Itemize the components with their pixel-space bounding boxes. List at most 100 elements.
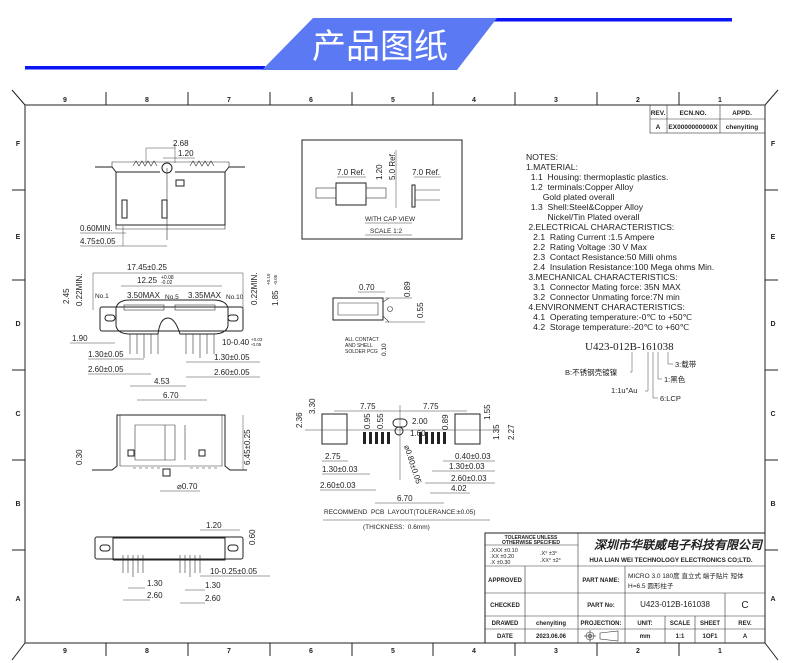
note-line: 1.2 terminals:Copper Alloy <box>526 182 634 192</box>
dim-label: 1.20 <box>178 149 194 158</box>
column-label: 5 <box>391 97 395 104</box>
revision-table: REV. ECN.NO. APPD. A EX0000000000X cheny… <box>649 104 766 134</box>
projection-icon <box>584 630 619 642</box>
row-label: B <box>770 501 775 508</box>
note-line: 2.3 Contact Resistance:50 Milli ohms <box>526 252 677 262</box>
side-view: 0.70 0.89 0.55 0.10 ALL CONTACT AND SHEL… <box>332 281 425 356</box>
note-label: ALL CONTACT <box>345 337 379 343</box>
note-line: 1.MATERIAL: <box>526 162 578 172</box>
legend-item: B:不锈钢壳镀镍 <box>565 367 618 377</box>
note-line: Nickel/Tin Plated overall <box>526 212 639 222</box>
dim-label: 0.95 <box>363 413 372 429</box>
dim-label: 17.45±0.25 <box>127 263 168 272</box>
note-line: 3.MECHANICAL CHARACTERISTICS: <box>526 272 678 282</box>
pcb-thickness: (THICKNESS: 0.6mm) <box>363 524 430 531</box>
appd-value: chenyiting <box>726 124 759 131</box>
unit-value: mm <box>640 634 651 640</box>
dim-label: 4.53 <box>154 377 170 386</box>
dim-tol: +0.10 <box>266 273 271 285</box>
column-label: 3 <box>554 648 558 655</box>
row-label: B <box>15 501 20 508</box>
note-line: 4.1 Operating temperature:-0℃ to +50℃ <box>526 312 693 322</box>
rev-value: A <box>656 124 661 131</box>
note-label: AND SHELL <box>345 343 373 349</box>
dim-label: 0.22MIN. <box>75 274 84 306</box>
column-label: 6 <box>309 648 313 655</box>
ecn-value: EX0000000000X <box>668 124 718 131</box>
note-line: Gold plated overall <box>526 192 614 202</box>
note-line: 3.2 Connector Unmating force:7N min <box>526 292 680 302</box>
row-label: E <box>771 234 776 241</box>
dim-label: 2.45 <box>62 288 71 304</box>
note-line: 3.1 Connector Mating force: 35N MAX <box>526 282 681 292</box>
dim-label: 1.90 <box>72 334 88 343</box>
dim-label: 2.60±0.03 <box>320 481 356 490</box>
tolerance-value: .XX° ±2° <box>540 558 561 564</box>
checked-label: CHECKED <box>490 603 520 609</box>
note-line: 1.3 Shell:Steel&Copper Alloy <box>526 202 644 212</box>
dim-label: 1.30 <box>147 579 163 588</box>
header-banner-shape <box>262 18 497 70</box>
dim-label: 1.20 <box>206 521 222 530</box>
note-line: 1.1 Housing: thermoplastic plastics. <box>526 172 668 182</box>
dim-label: 1.30±0.05 <box>214 353 250 362</box>
cap-view: 7.0 Ref. 1.20 5.0 Ref. 7.0 Ref. WITH CAP… <box>301 139 463 240</box>
row-label: F <box>16 141 21 148</box>
legend-item: 1:1u"Au <box>611 386 637 395</box>
dim-label: 2.00 <box>412 417 428 426</box>
column-label: 4 <box>472 97 476 104</box>
dim-label: 2.27 <box>507 424 516 440</box>
row-label: E <box>16 234 21 241</box>
dim-label: 10-0.40 <box>222 338 250 347</box>
header-line-left <box>25 66 265 70</box>
notes: NOTES: 1.MATERIAL: 1.1 Housing: thermopl… <box>526 152 714 332</box>
dim-label: 0.60 <box>248 529 257 545</box>
dim-label: 2.75 <box>325 452 341 461</box>
dim-tol: -0.02 <box>161 280 173 286</box>
drawing-frame: 9 8 7 6 5 4 3 2 1 9 8 7 6 5 4 3 2 1 F E … <box>11 89 779 661</box>
dim-label: 0.89 <box>403 281 412 297</box>
dim-label: 1.35 <box>492 424 501 440</box>
dim-label: 1.30±0.03 <box>449 462 485 471</box>
dim-tol: +0.03 <box>251 337 263 342</box>
row-label: D <box>15 321 20 328</box>
drawed-label: DRAWED <box>492 621 519 627</box>
note-line: 2.4 Insulation Resistance:100 Mega ohms … <box>526 262 714 272</box>
dim-label: ⌀0.80±0.05 <box>402 444 423 486</box>
dim-label: 7.75 <box>423 402 439 411</box>
column-label: 3 <box>554 97 558 104</box>
rev-header: REV. <box>651 110 666 117</box>
company-name-en: HUA LIAN WEI TECHNOLOGY ELECTRONICS CO;L… <box>589 557 752 564</box>
dim-label: 1.85 <box>271 290 280 306</box>
column-label: 8 <box>145 648 149 655</box>
dim-label: 1.30 <box>205 581 221 590</box>
pin-label: No.10 <box>226 294 244 301</box>
row-label: A <box>15 596 20 603</box>
tolerance-title: TOLERANCE UNLESS <box>505 535 558 541</box>
pcb-layout: 7.75 7.75 2.36 3.30 0.95 0.55 2.00 1.60 … <box>295 398 516 531</box>
column-label: 1 <box>718 97 722 104</box>
row-label: C <box>15 411 20 418</box>
sheet-value: 1OF1 <box>702 634 718 640</box>
column-label: 2 <box>636 97 640 104</box>
dim-label: 7.0 Ref. <box>412 168 440 177</box>
title-block: TOLERANCE UNLESS OTHERWISE SPECIFIED .XX… <box>484 532 766 644</box>
pin-label: No.1 <box>95 293 109 300</box>
row-label: F <box>771 141 776 148</box>
cap-scale: SCALE 1:2 <box>370 228 403 235</box>
pcb-title: RECOMMEND PCB LAYOUT(TOLERANCE:±0.05) <box>324 509 475 516</box>
column-label: 8 <box>145 97 149 104</box>
dim-label: 0.10 <box>381 343 388 356</box>
dim-tol: +0.08 <box>161 275 174 281</box>
dim-label: 1.30±0.03 <box>322 465 358 474</box>
column-label: 4 <box>472 648 476 655</box>
company-name-cn: 深圳市华联威电子科技有限公司 <box>594 538 764 552</box>
approved-label: APPROVED <box>488 578 522 584</box>
appd-header: APPD. <box>732 110 752 117</box>
header-line-right <box>494 18 732 22</box>
dim-label: 4.02 <box>451 484 467 493</box>
column-label: 1 <box>718 648 722 655</box>
pin-label: No.5 <box>165 294 179 301</box>
scale-value: 1:1 <box>676 634 685 640</box>
